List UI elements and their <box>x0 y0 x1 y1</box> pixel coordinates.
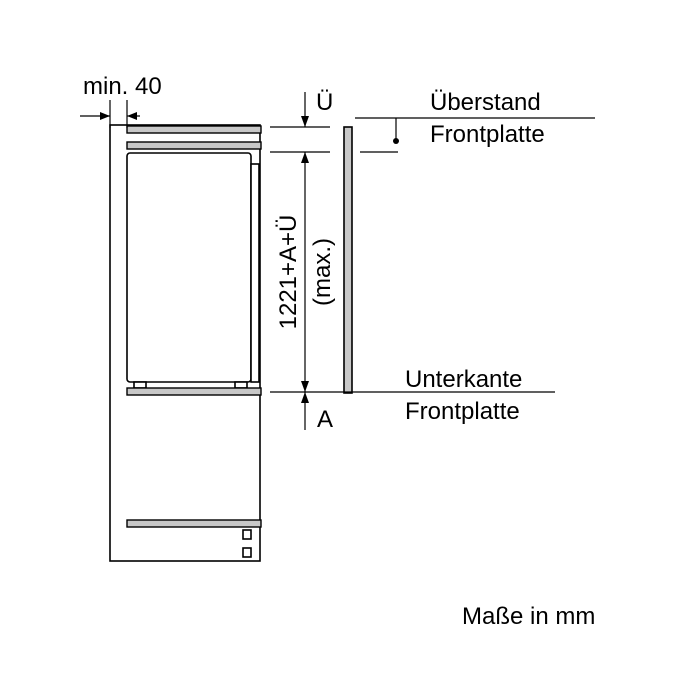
height-arrow-bottom <box>301 381 309 392</box>
cabinet-body <box>109 124 262 562</box>
foot-left <box>133 381 147 389</box>
overhang-label-line1: Überstand <box>430 89 541 116</box>
appliance-body <box>126 152 252 383</box>
overhang-callout: Überstand Frontplatte <box>393 89 545 148</box>
top-rail <box>126 125 262 134</box>
foot-right <box>234 381 248 389</box>
a-symbol: A <box>317 406 333 433</box>
height-max-note: (max.) <box>309 238 336 306</box>
bottom-shelf <box>126 387 262 396</box>
overhang-dimension: Ü <box>301 89 333 127</box>
clearance-arrow-right <box>127 112 137 120</box>
bottom-label-line1: Unterkante <box>405 366 522 393</box>
front-panel <box>343 126 353 394</box>
min-clearance-label: min. 40 <box>83 73 162 100</box>
overhang-symbol: Ü <box>316 89 333 116</box>
height-formula: 1221+A+Ü <box>275 215 302 330</box>
height-arrow-top <box>301 152 309 163</box>
clearance-arrow-left <box>100 112 110 120</box>
min-clearance-dimension: min. 40 <box>80 73 162 128</box>
bottom-label-line2: Frontplatte <box>405 398 520 425</box>
bracket-1 <box>242 529 252 540</box>
second-rail <box>126 141 262 150</box>
a-arrow-head <box>301 392 309 403</box>
units-note: Maße in mm <box>462 603 595 630</box>
height-dimension: 1221+A+Ü (max.) <box>275 152 336 392</box>
bottom-callout: Unterkante Frontplatte <box>405 366 522 425</box>
bracket-2 <box>242 547 252 558</box>
overhang-arrow-head <box>301 116 309 127</box>
overhang-callout-dot <box>393 138 399 144</box>
a-dimension: A <box>301 392 333 433</box>
lower-rail <box>126 519 262 528</box>
hinge-strip <box>250 163 260 383</box>
overhang-label-line2: Frontplatte <box>430 121 545 148</box>
